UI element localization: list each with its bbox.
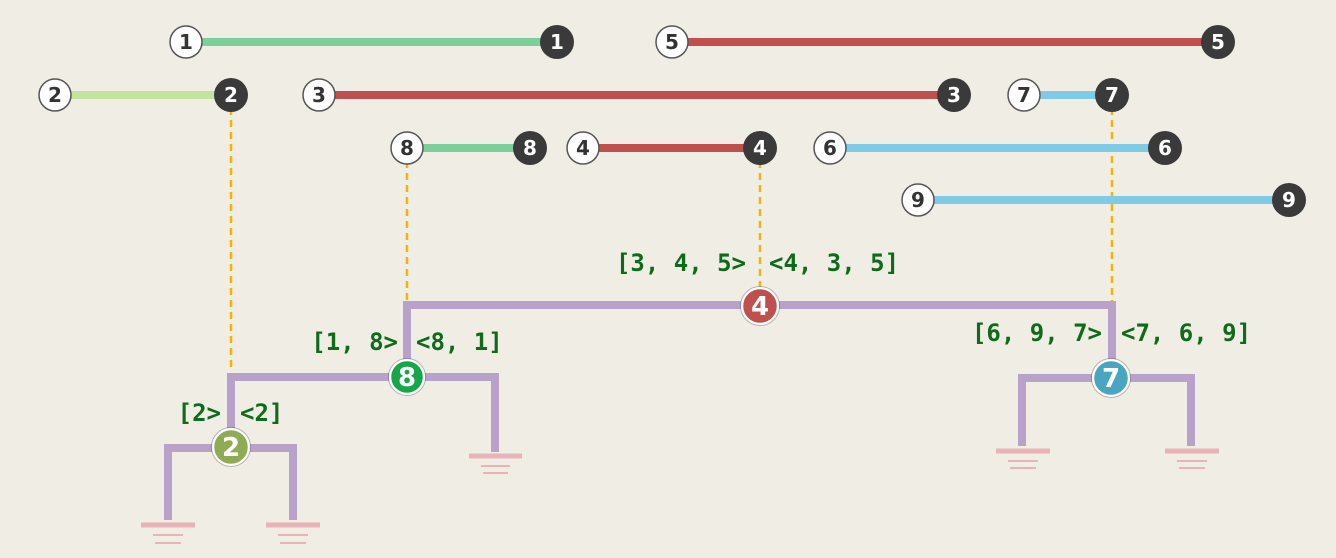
- node-2-right-list: <2]: [240, 399, 283, 427]
- interval-end-point: 3: [937, 78, 971, 112]
- edge-node-8: [227, 373, 499, 452]
- ground-symbol: [141, 522, 195, 544]
- interval-start-point: 3: [302, 78, 336, 112]
- node-2-left-list: [2>: [178, 399, 221, 427]
- dashed-connectors: [229, 108, 1114, 372]
- ground-symbol: [469, 453, 522, 474]
- interval-start-point: 1: [169, 25, 203, 59]
- node-4-right-list: <4, 3, 5]: [769, 249, 899, 277]
- interval-end-label: 7: [1105, 83, 1119, 107]
- tree-node-label: 4: [751, 292, 769, 322]
- tree-node-label: 8: [398, 363, 416, 393]
- ground-symbols: [141, 448, 1219, 544]
- node-8-left-list: [1, 8>: [311, 328, 398, 356]
- tree-node-label: 2: [222, 433, 240, 463]
- interval-end-label: 5: [1211, 30, 1225, 54]
- interval-start-label: 9: [911, 188, 925, 212]
- interval-start-point: 4: [566, 131, 600, 165]
- tree-node-7: 7: [1091, 358, 1131, 398]
- interval-start-label: 5: [665, 30, 679, 54]
- ground-symbol: [996, 448, 1050, 469]
- interval-start-label: 1: [179, 30, 193, 54]
- interval-start-label: 2: [48, 83, 62, 107]
- interval-start-point: 2: [38, 78, 72, 112]
- interval-end-point: 8: [513, 131, 547, 165]
- node-7-right-list: <7, 6, 9]: [1121, 319, 1251, 347]
- interval-end-label: 4: [753, 136, 767, 160]
- interval-end-point: 6: [1148, 131, 1182, 165]
- interval-end-point: 9: [1272, 183, 1306, 217]
- interval-end-label: 9: [1282, 188, 1296, 212]
- interval-end-point: 7: [1095, 78, 1129, 112]
- node-4-left-list: [3, 4, 5>: [616, 249, 746, 277]
- tree-node-8: 8: [388, 358, 426, 396]
- interval-start-label: 3: [312, 83, 326, 107]
- interval-end-label: 3: [947, 83, 961, 107]
- interval-start-point: 9: [901, 183, 935, 217]
- interval-end-point: 5: [1201, 25, 1235, 59]
- ground-symbol: [266, 522, 320, 544]
- tree-node-2: 2: [211, 427, 251, 467]
- tree-nodes: 4 8 7 2: [211, 286, 1131, 467]
- interval-end-label: 2: [224, 83, 238, 107]
- interval-start-point: 8: [390, 131, 424, 165]
- interval-end-label: 1: [550, 30, 564, 54]
- tree-node-label: 7: [1102, 364, 1120, 394]
- interval-start-label: 7: [1017, 83, 1031, 107]
- tree-node-4: 4: [740, 286, 780, 326]
- interval-end-point: 4: [743, 131, 777, 165]
- interval-end-point: 2: [214, 78, 248, 112]
- interval-start-point: 6: [813, 131, 847, 165]
- interval-end-label: 6: [1158, 136, 1172, 160]
- interval-start-point: 7: [1007, 78, 1041, 112]
- interval-start-label: 6: [823, 136, 837, 160]
- node-7-left-list: [6, 9, 7>: [972, 319, 1102, 347]
- interval-end-point: 1: [540, 25, 574, 59]
- node-lists: [3, 4, 5> <4, 3, 5] [1, 8> <8, 1] [6, 9, 7> <…: [178, 249, 1251, 427]
- node-8-right-list: <8, 1]: [416, 328, 503, 356]
- interval-start-label: 8: [400, 136, 414, 160]
- interval-start-point: 5: [655, 25, 689, 59]
- interval-start-label: 4: [576, 136, 590, 160]
- interval-end-label: 8: [523, 136, 537, 160]
- ground-symbol: [1165, 448, 1219, 469]
